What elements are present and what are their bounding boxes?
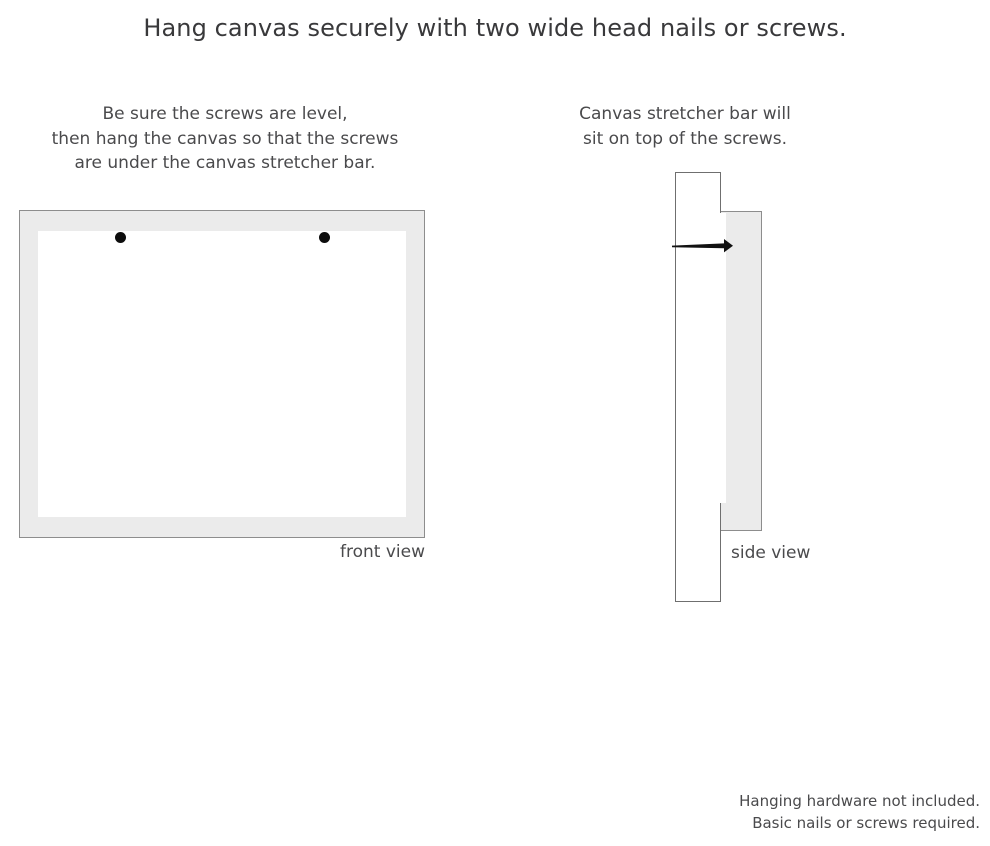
caption-line: Canvas stretcher bar will [579,104,791,124]
caption-line: are under the canvas stretcher bar. [74,153,376,173]
screw-dot-right-icon [319,232,330,243]
page-title: Hang canvas securely with two wide head … [143,14,847,42]
screw-dot-left-icon [115,232,126,243]
front-view-canvas-frame [19,210,425,538]
side-view-caption: Canvas stretcher bar will sit on top of … [540,102,830,151]
side-view-canvas-inner-face [711,213,726,503]
caption-line: then hang the canvas so that the screws [51,128,399,149]
front-view-canvas-face [38,231,406,517]
footer-line: Basic nails or screws required. [752,814,980,832]
front-view-caption: Be sure the screws are level, then hang … [10,102,440,176]
nail-icon [672,239,733,253]
caption-line: Be sure the screws are level, [102,104,348,124]
footer-line: Hanging hardware not included. [739,792,980,810]
footer-note: Hanging hardware not included. Basic nai… [690,790,980,834]
caption-line: sit on top of the screws. [582,128,788,149]
side-view-label: side view [731,543,811,563]
front-view-label: front view [340,542,425,562]
